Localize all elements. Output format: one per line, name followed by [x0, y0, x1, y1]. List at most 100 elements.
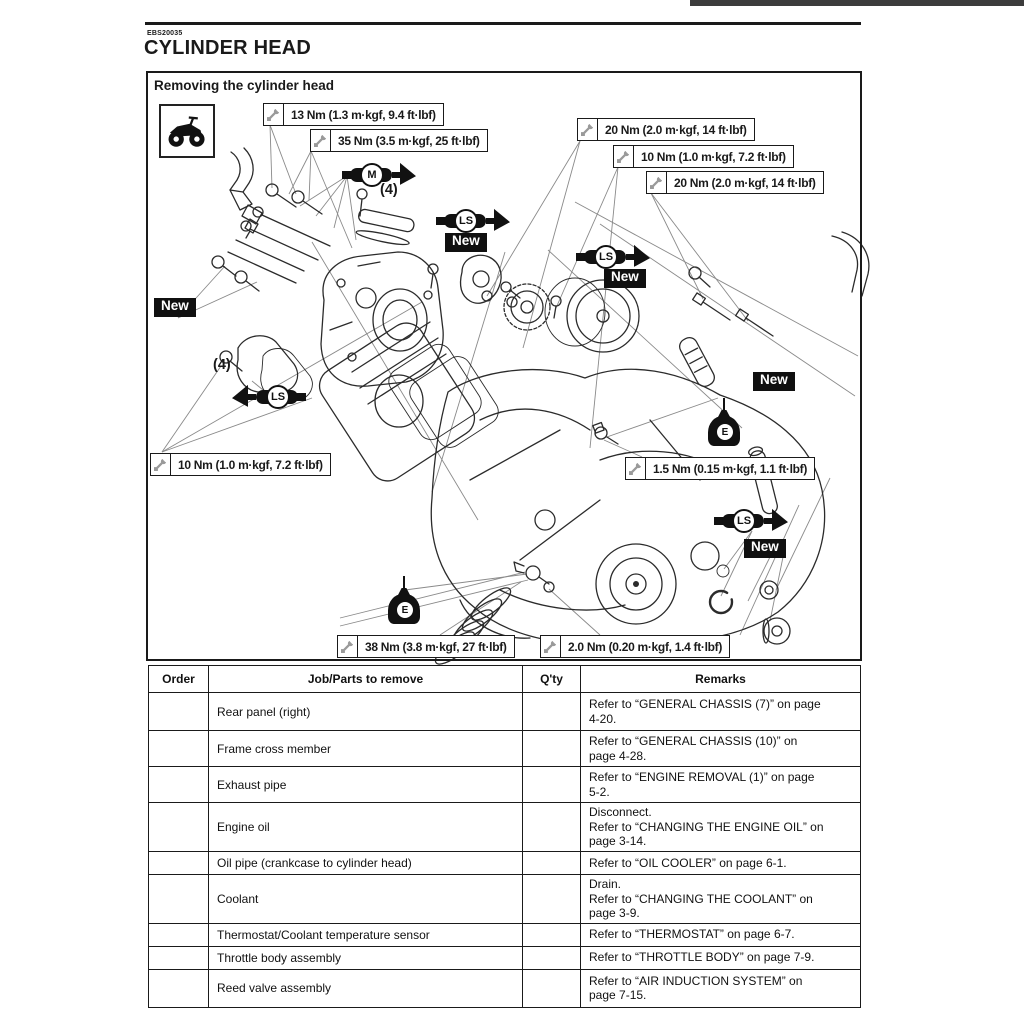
job-cell: Engine oil — [208, 802, 523, 852]
quantity-label: (4) — [380, 182, 398, 198]
torque-callout-20nm-a: 20 Nm (2.0 m·kgf, 14 ft·lbf) — [577, 118, 755, 141]
new-part-label: New — [753, 372, 795, 391]
symbol-letter: E — [721, 426, 729, 438]
torque-callout-2-0nm: 2.0 Nm (0.20 m·kgf, 1.4 ft·lbf) — [540, 635, 731, 658]
symbol-letter: LS — [598, 251, 614, 263]
job-cell: Reed valve assembly — [208, 968, 523, 1008]
figure-title: Removing the cylinder head — [154, 78, 335, 93]
torque-text: 2.0 Nm (0.20 m·kgf, 1.4 ft·lbf) — [568, 639, 723, 654]
symbol-letter: M — [367, 169, 377, 181]
order-cell — [148, 730, 209, 767]
table-row: Coolant Drain. Refer to “CHANGING THE CO… — [148, 873, 861, 924]
new-part-label: New — [604, 269, 646, 288]
order-cell — [148, 873, 209, 924]
wrench-icon — [151, 454, 171, 475]
job-cell: Coolant — [208, 873, 523, 924]
lithium-soap-grease-symbol: LS — [436, 208, 514, 234]
table-row: Reed valve assembly Refer to “AIR INDUCT… — [148, 968, 861, 1008]
order-cell — [148, 692, 209, 731]
remarks-cell: Drain. Refer to “CHANGING THE COOLANT” o… — [580, 873, 861, 924]
job-cell: Frame cross member — [208, 730, 523, 767]
vehicle-icon-box — [159, 104, 215, 158]
job-cell: Oil pipe (crankcase to cylinder head) — [208, 850, 523, 875]
torque-text: 20 Nm (2.0 m·kgf, 14 ft·lbf) — [605, 122, 747, 137]
col-header-job: Job/Parts to remove — [208, 665, 523, 693]
symbol-letter: E — [401, 604, 409, 616]
job-cell: Thermostat/Coolant temperature sensor — [208, 922, 523, 947]
quantity-label: (4) — [213, 357, 231, 373]
molybdenum-grease-symbol: M — [342, 162, 420, 188]
header-rule — [145, 22, 861, 25]
qty-cell — [522, 945, 581, 970]
torque-callout-1-5nm: 1.5 Nm (0.15 m·kgf, 1.1 ft·lbf) — [625, 457, 816, 480]
remarks-cell: Refer to “AIR INDUCTION SYSTEM” on page … — [580, 968, 861, 1008]
col-header-order: Order — [148, 665, 209, 693]
wrench-icon — [264, 104, 284, 125]
engine-oil-symbol: E — [386, 576, 422, 630]
remarks-cell: Refer to “ENGINE REMOVAL (1)” on page 5-… — [580, 766, 861, 803]
order-cell — [148, 802, 209, 852]
qty-cell — [522, 850, 581, 875]
job-cell: Exhaust pipe — [208, 766, 523, 803]
remarks-cell: Refer to “OIL COOLER” on page 6-1. — [580, 850, 861, 875]
page-title: CYLINDER HEAD — [144, 37, 312, 59]
torque-text: 38 Nm (3.8 m·kgf, 27 ft·lbf) — [365, 639, 507, 654]
table-row: Rear panel (right) Refer to “GENERAL CHA… — [148, 692, 861, 731]
new-part-label: New — [445, 233, 487, 252]
page-top-scan-bar — [690, 0, 1024, 6]
qty-cell — [522, 692, 581, 731]
wrench-icon — [614, 146, 634, 167]
torque-callout-20nm-b: 20 Nm (2.0 m·kgf, 14 ft·lbf) — [646, 171, 824, 194]
qty-cell — [522, 802, 581, 852]
table-row: Frame cross member Refer to “GENERAL CHA… — [148, 730, 861, 767]
lithium-soap-grease-symbol: LS — [228, 384, 306, 410]
torque-callout-13nm: 13 Nm (1.3 m·kgf, 9.4 ft·lbf) — [263, 103, 444, 126]
new-part-label: New — [744, 539, 786, 558]
wrench-icon — [338, 636, 358, 657]
qty-cell — [522, 766, 581, 803]
remarks-cell: Refer to “THERMOSTAT” on page 6-7. — [580, 922, 861, 947]
wrench-icon — [311, 130, 331, 151]
torque-callout-38nm: 38 Nm (3.8 m·kgf, 27 ft·lbf) — [337, 635, 515, 658]
remarks-cell: Refer to “THROTTLE BODY” on page 7-9. — [580, 945, 861, 970]
oil-can-icon — [723, 398, 725, 412]
torque-text: 20 Nm (2.0 m·kgf, 14 ft·lbf) — [674, 175, 816, 190]
table-row: Engine oil Disconnect. Refer to “CHANGIN… — [148, 802, 861, 852]
symbol-letter: LS — [736, 515, 752, 527]
remarks-cell: Refer to “GENERAL CHASSIS (7)” on page 4… — [580, 692, 861, 731]
order-cell — [148, 968, 209, 1008]
wrench-icon — [541, 636, 561, 657]
table-row: Thermostat/Coolant temperature sensor Re… — [148, 922, 861, 947]
oil-can-icon — [403, 576, 405, 590]
wrench-icon — [647, 172, 667, 193]
doc-code: EBS20035 — [147, 30, 183, 37]
order-cell — [148, 850, 209, 875]
torque-callout-35nm: 35 Nm (3.5 m·kgf, 25 ft·lbf) — [310, 129, 488, 152]
torque-text: 10 Nm (1.0 m·kgf, 7.2 ft·lbf) — [178, 457, 323, 472]
torque-text: 35 Nm (3.5 m·kgf, 25 ft·lbf) — [338, 133, 480, 148]
order-cell — [148, 922, 209, 947]
wrench-icon — [626, 458, 646, 479]
new-part-label: New — [154, 298, 196, 317]
order-cell — [148, 945, 209, 970]
qty-cell — [522, 730, 581, 767]
torque-text: 13 Nm (1.3 m·kgf, 9.4 ft·lbf) — [291, 107, 436, 122]
remarks-cell: Refer to “GENERAL CHASSIS (10)” on page … — [580, 730, 861, 767]
lithium-soap-grease-symbol: LS — [714, 508, 792, 534]
torque-callout-10nm-b: 10 Nm (1.0 m·kgf, 7.2 ft·lbf) — [150, 453, 331, 476]
qty-cell — [522, 922, 581, 947]
col-header-remarks: Remarks — [580, 665, 861, 693]
qty-cell — [522, 873, 581, 924]
job-parts-table: Order Job/Parts to remove Q'ty Remarks R… — [148, 665, 861, 1008]
symbol-letter: LS — [458, 215, 474, 227]
atv-icon — [168, 116, 205, 147]
table-row: Exhaust pipe Refer to “ENGINE REMOVAL (1… — [148, 766, 861, 803]
table-row: Throttle body assembly Refer to “THROTTL… — [148, 945, 861, 970]
order-cell — [148, 766, 209, 803]
torque-text: 1.5 Nm (0.15 m·kgf, 1.1 ft·lbf) — [653, 461, 808, 476]
col-header-qty: Q'ty — [522, 665, 581, 693]
torque-callout-10nm-a: 10 Nm (1.0 m·kgf, 7.2 ft·lbf) — [613, 145, 794, 168]
engine-oil-symbol: E — [706, 398, 742, 452]
table-row: Oil pipe (crankcase to cylinder head) Re… — [148, 850, 861, 875]
